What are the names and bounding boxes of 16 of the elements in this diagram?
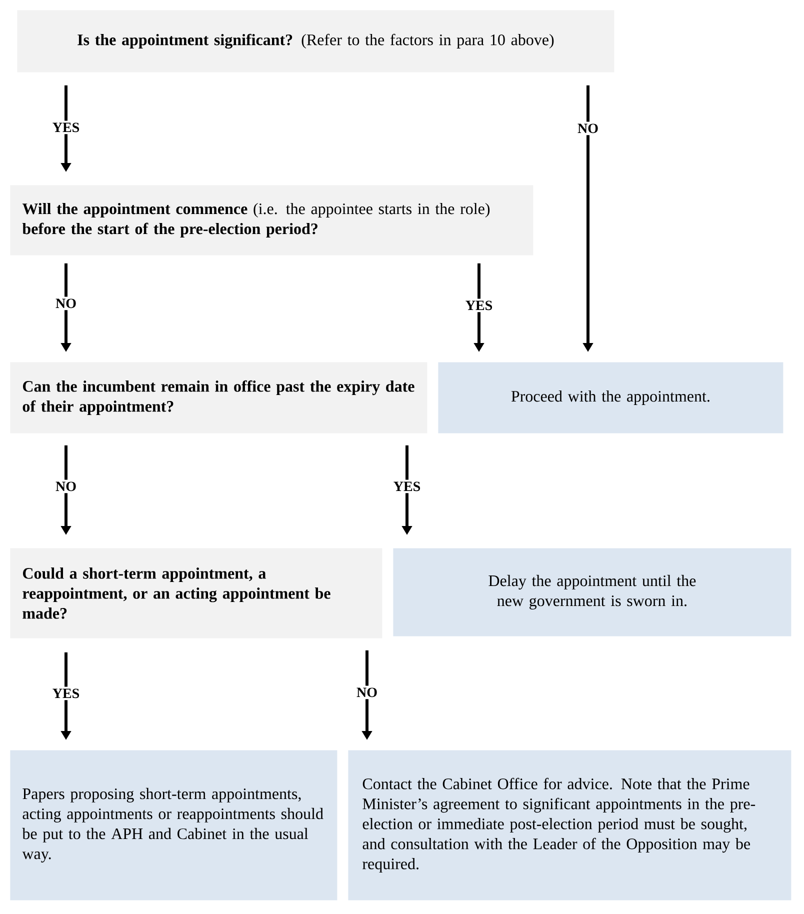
edge-label: YES (463, 298, 495, 312)
edge-label: NO (354, 686, 380, 700)
action-box: Papers proposing short-term appointments, acting appointments or reappointments should be put to the APH and Cabinet in the usual way. (10, 750, 338, 900)
edge-label: YES (391, 480, 423, 494)
question-box: Will the appointment commence (i.e. the appointee starts in the role) before the start of the pre-election period? (10, 185, 534, 256)
edge-label: YES (50, 120, 82, 134)
question-box: Could a short-term appointment, a reappointment, or an acting appointment be made? (10, 548, 382, 638)
question-box: Can the incumbent remain in office past the expiry date of their appointment? (10, 362, 428, 434)
edge-label: NO (54, 480, 78, 494)
action-box: Contact the Cabinet Office for advice. Note that the Prime Minister’s agreement to significant appointments in the pre-election or immediate post-election period must be sought, and consultation with the Leader of the Opposition may be required. (348, 750, 792, 900)
edge-label: NO (54, 296, 78, 310)
edge-label: NO (576, 122, 600, 136)
edge-label: YES (50, 686, 82, 700)
action-box: Delay the appointment until the new government is sworn in. (393, 548, 792, 636)
question-box: Is the appointment significant? (Refer to the factors in para 10 above) (17, 10, 614, 72)
action-box: Proceed with the appointment. (438, 362, 784, 434)
